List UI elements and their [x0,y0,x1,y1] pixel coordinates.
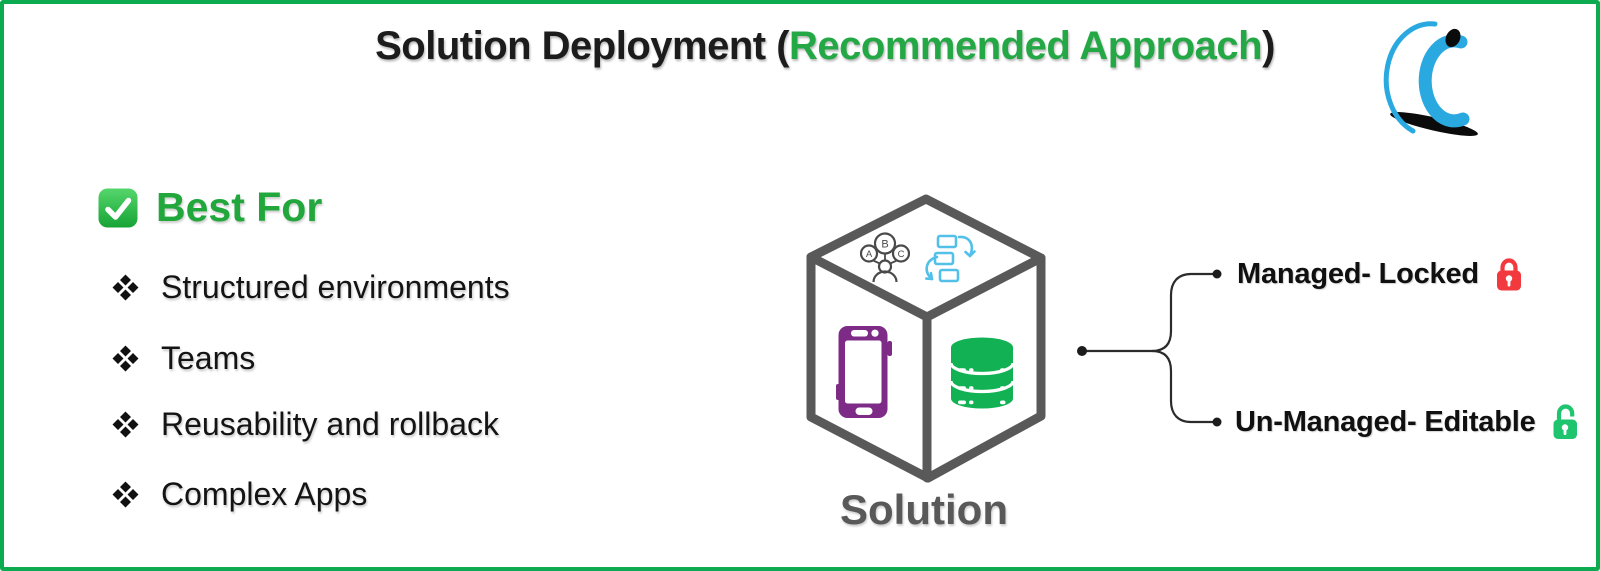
list-item: Reusability and rollback [112,402,499,446]
best-for-label: Best For [156,184,323,230]
diamond-bullet-icon [112,411,139,437]
c-person-logo-icon [1383,21,1478,136]
lock-closed-icon [1496,258,1521,291]
database-icon [949,337,1015,409]
lock-open-icon [1553,404,1577,439]
solution-label: Solution [840,486,1008,533]
letter-c: C [898,249,905,260]
list-item-label: Structured environments [161,268,510,305]
solution-cube [806,194,1046,483]
list-item: Complex Apps [112,472,367,516]
branch-unmanaged: Un-Managed- Editable [1235,402,1580,442]
title-prefix: Solution Deployment ( [375,24,790,68]
list-item: Teams [112,336,255,380]
choices-abc-icon: B A C [860,232,910,283]
branch-connector [1077,269,1222,427]
title-highlight: Recommended Approach [789,24,1263,68]
title-suffix: ) [1262,24,1275,68]
best-for-heading: Best For [98,184,322,231]
list-item-label: Complex Apps [161,475,368,512]
page-title: Solution Deployment (Recommended Approac… [54,24,1596,69]
smartphone-icon [836,326,892,418]
letter-a: A [866,249,873,260]
list-item-label: Reusability and rollback [161,405,499,442]
diamond-bullet-icon [112,274,139,300]
list-item-label: Teams [161,339,256,376]
list-item: Structured environments [112,265,510,309]
diamond-bullet-icon [112,481,139,507]
diamond-bullet-icon [112,345,139,371]
branch-unmanaged-label: Un-Managed- Editable [1235,405,1536,438]
check-mark-icon [98,188,138,227]
letter-b: B [881,239,888,251]
branch-managed-label: Managed- Locked [1237,257,1479,290]
branch-managed: Managed- Locked [1237,254,1523,294]
process-flow-icon [925,234,976,283]
